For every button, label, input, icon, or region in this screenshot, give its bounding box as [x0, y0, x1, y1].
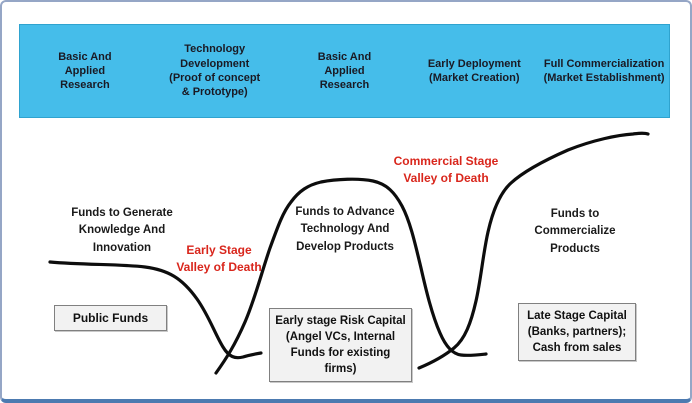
stage-full-commercialization: Full Commercialization (Market Establish… [543, 57, 665, 84]
funding-box-public-funds: Public Funds [54, 305, 167, 331]
funding-box-late-stage-capital: Late Stage Capital (Banks, partners); Ca… [518, 303, 636, 361]
curve-segment-valley2-rise-to-top [417, 131, 650, 370]
stage-basic-applied-research-1: Basic And Applied Research [58, 50, 112, 92]
curve-segment-valley1-rise-hump-valley2 [214, 177, 488, 375]
stage-header-band: Basic And Applied Research Technology De… [19, 24, 670, 118]
label-commercial-stage-valley-of-death: Commercial Stage Valley of Death [393, 154, 499, 186]
stage-early-deployment: Early Deployment (Market Creation) [427, 57, 521, 84]
label-early-stage-valley-of-death: Early Stage Valley of Death [176, 243, 262, 275]
label-funds-commercialize-products: Funds to Commercialize Products [534, 208, 616, 255]
label-funds-advance-technology: Funds to Advance Technology And Develop … [295, 206, 395, 253]
stage-technology-development: Technology Development (Proof of concept… [169, 43, 261, 99]
stage-basic-applied-research-2: Basic And Applied Research [317, 50, 372, 92]
curve-segment-left-plateau-to-valley1 [48, 260, 263, 360]
funding-box-early-stage-risk-capital: Early stage Risk Capital (Angel VCs, Int… [269, 308, 412, 382]
label-funds-generate-knowledge: Funds to Generate Knowledge And Innovati… [71, 207, 173, 254]
